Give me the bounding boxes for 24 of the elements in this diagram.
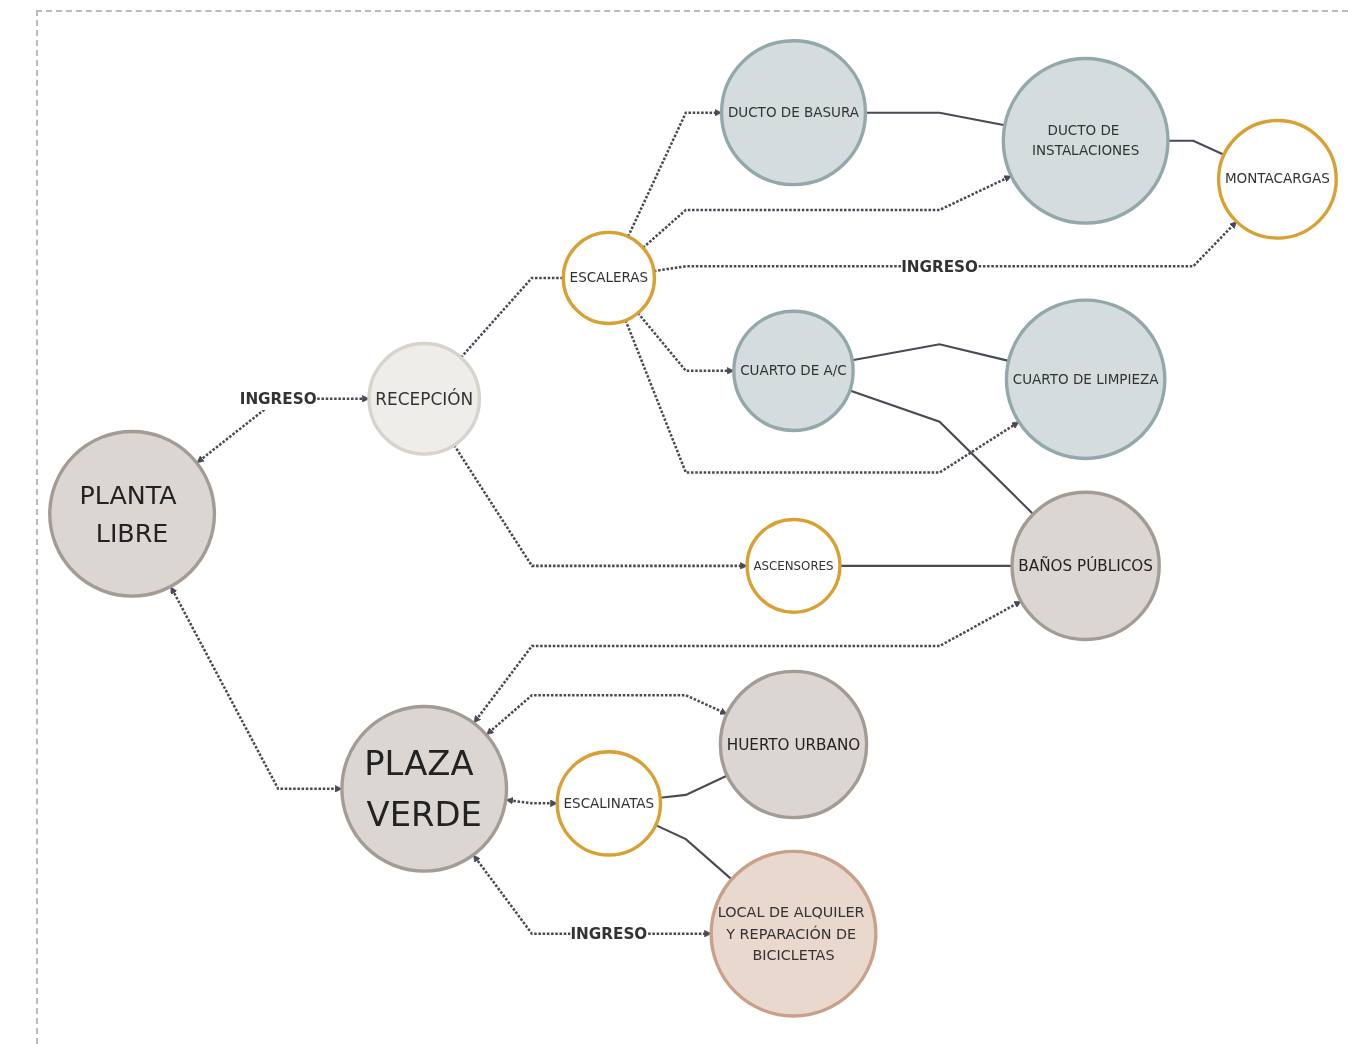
node-circle: DUCTO DE BASURA (719, 38, 868, 186)
node-circle: PLANTA LIBRE (48, 429, 217, 598)
node-circle: DUCTO DE INSTALACIONES (1001, 56, 1170, 225)
arrow (642, 175, 1012, 249)
arrow (473, 600, 1022, 723)
node-circle: RECEPCIÓN (367, 341, 482, 456)
node-circle: MONTACARGAS (1216, 118, 1338, 240)
arrow (624, 319, 1020, 474)
connector (655, 823, 733, 880)
node-circle: ESCALINATAS (555, 749, 663, 857)
edge-label: INGRESO (570, 924, 648, 943)
arrow (486, 693, 728, 735)
edge-label: INGRESO (239, 389, 317, 408)
node-circle: CUARTO DE LIMPIEZA (1004, 298, 1167, 460)
node-circle: ESCALERAS (561, 230, 657, 325)
node-circle: LOCAL DE ALQUILER Y REPARACIÓN DE BICICLETAS (709, 849, 878, 1018)
node-circle: HUERTO URBANO (718, 669, 869, 819)
node-circle: CUARTO DE A/C (732, 309, 855, 432)
node-circle: BAÑOS PÚBLICOS (1010, 490, 1161, 641)
node-circle: PLAZA VERDE (340, 704, 509, 873)
node-circle: ASCENSORES (745, 517, 842, 614)
connector (849, 389, 1034, 515)
edge-label: INGRESO (901, 257, 978, 275)
connector (852, 342, 1009, 362)
